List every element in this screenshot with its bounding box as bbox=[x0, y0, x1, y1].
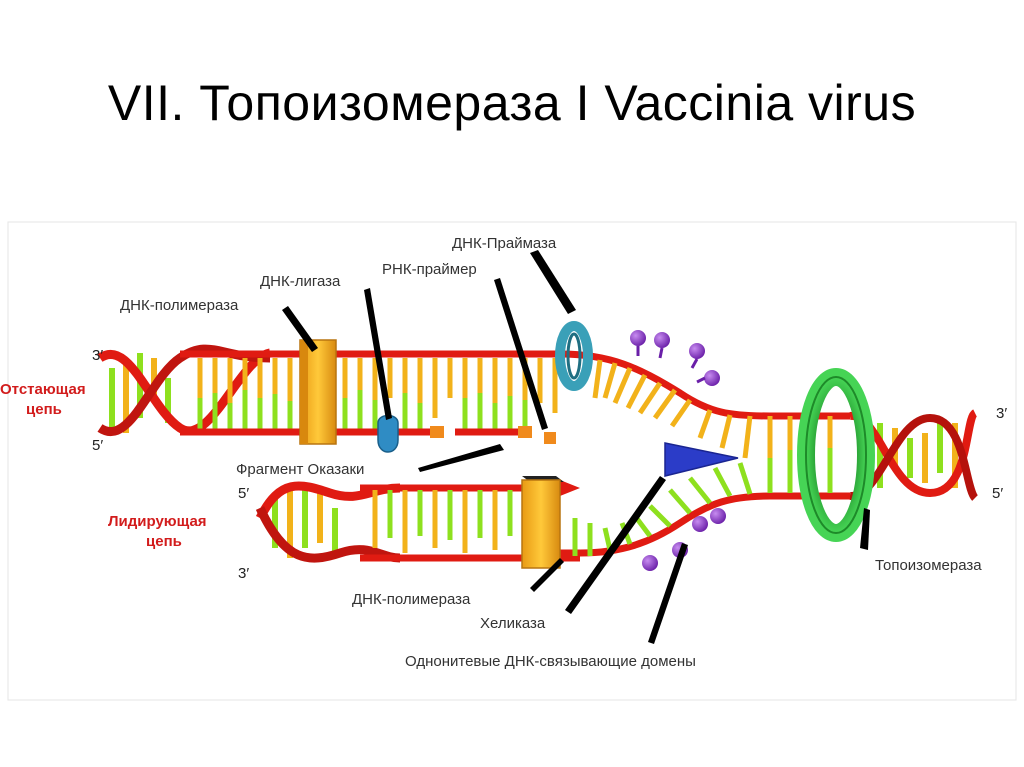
topoisomerase bbox=[797, 368, 875, 542]
slide-title: VII. Топоизомераза I Vaccinia virus bbox=[107, 75, 917, 131]
label-pointers bbox=[282, 250, 870, 644]
end-right-3: 3′ bbox=[996, 405, 1007, 422]
figure-frame bbox=[7, 221, 1017, 701]
label-leading-strand: Лидирующая bbox=[108, 513, 207, 530]
helicase bbox=[664, 442, 739, 477]
label-topoisomerase: Топоизомераза bbox=[875, 557, 982, 574]
dna-primase bbox=[555, 321, 593, 391]
label-okazaki: Фрагмент Оказаки bbox=[236, 461, 364, 478]
label-polymerase-bottom: ДНК-полимераза bbox=[352, 591, 471, 608]
label-ssb: Однонитевые ДНК-связывающие домены bbox=[405, 653, 696, 670]
label-leading-strand-2: цепь bbox=[146, 533, 182, 550]
label-primase: ДНК-Праймаза bbox=[452, 235, 557, 252]
label-lagging-strand: Отстающая bbox=[0, 381, 86, 398]
end-left-top-3: 3′ bbox=[92, 347, 103, 364]
parental-backbone-bottom bbox=[560, 492, 850, 557]
leading-arrowhead bbox=[560, 480, 580, 496]
lagging-new-bases bbox=[197, 390, 528, 430]
rna-primer-pieces bbox=[430, 426, 556, 444]
label-helicase: Хеликаза bbox=[480, 615, 546, 632]
label-lagging-strand-2: цепь bbox=[26, 401, 62, 418]
end-left-bottom-5: 5′ bbox=[238, 485, 249, 502]
label-rna-primer: РНК-праймер bbox=[382, 261, 477, 278]
end-left-bottom-3: 3′ bbox=[238, 565, 249, 582]
label-ligase: ДНК-лигаза bbox=[260, 273, 341, 290]
end-right-5: 5′ bbox=[992, 485, 1003, 502]
dna-ligase bbox=[377, 414, 399, 453]
ssb-proteins bbox=[630, 330, 726, 571]
dna-polymerase-bottom bbox=[521, 476, 564, 569]
end-left-top-5: 5′ bbox=[92, 437, 103, 454]
dna-replication-diagram: ДНК-Праймаза РНК-праймер ДНК-лигаза ДНК-… bbox=[0, 218, 1024, 702]
leading-bases bbox=[372, 490, 593, 556]
label-polymerase-top: ДНК-полимераза bbox=[120, 297, 239, 314]
dna-polymerase-top bbox=[299, 339, 337, 445]
